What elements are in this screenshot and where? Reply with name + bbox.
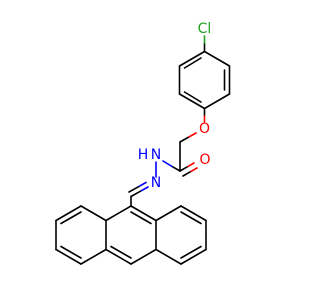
chlorophenyl-ring	[178, 50, 231, 110]
carbonyl-oxygen-label: O	[199, 152, 210, 168]
ether-oxygen-label: O	[199, 121, 210, 137]
molecule-structure: Cl O O H N N	[55, 21, 231, 265]
ether-ch2-bond	[179, 132, 197, 143]
imine-nitrogen-label: N	[151, 175, 161, 191]
chlorine-atom-label: Cl	[198, 21, 212, 37]
structure-canvas: Cl O O H N N	[55, 21, 231, 265]
amide-nitrogen-label: N	[151, 147, 161, 163]
anthracene-ring-system	[55, 205, 207, 265]
amide-cn-bond	[162, 160, 181, 172]
imine-double-bond	[128, 181, 149, 198]
carbonyl-double-bond	[179, 162, 198, 177]
amide-hydrogen-label: H	[138, 147, 149, 163]
